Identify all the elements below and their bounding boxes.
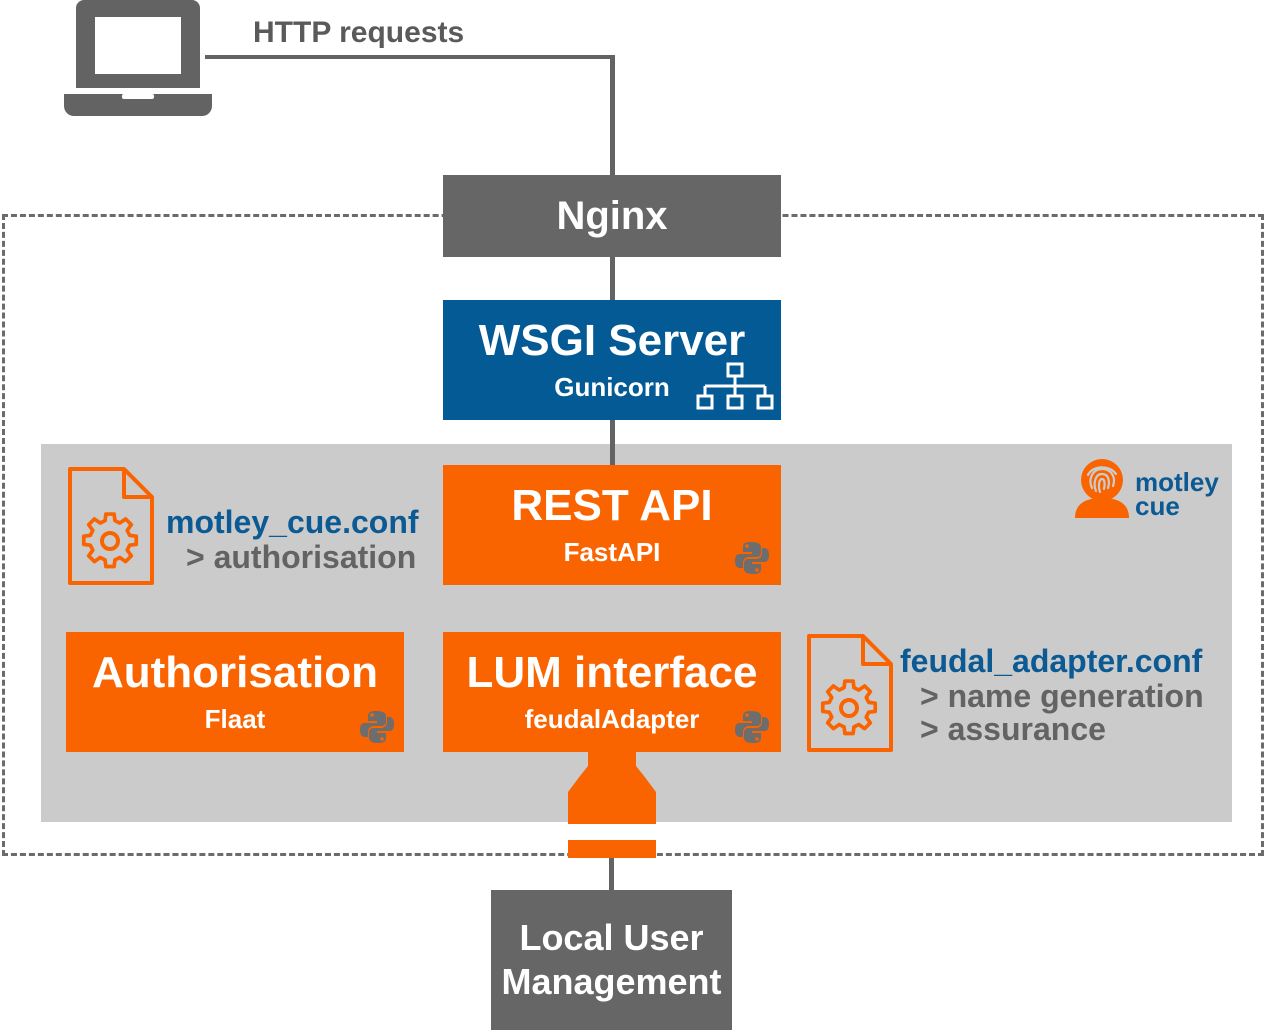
authorisation-subtitle: Flaat [204,703,266,734]
wsgi-server-box: WSGI Server Gunicorn [443,300,781,420]
logo-text-line2: cue [1135,491,1180,521]
feudal-conf-filename: feudal_adapter.conf [900,643,1203,679]
motley-conf-filename: motley_cue.conf [166,504,419,540]
wsgi-title: WSGI Server [478,316,746,366]
lum-line1: Local User [519,917,704,959]
nginx-wsgi-wire [610,256,615,302]
config-file-gear-icon [805,632,895,754]
lum-interface-title: LUM interface [466,648,758,698]
feudal-conf-item: > name generation [920,678,1204,714]
lum-line2: Management [501,961,722,1002]
http-wire-vertical [610,55,615,177]
rest-api-box: REST API FastAPI [443,465,781,585]
nginx-box: Nginx [443,175,781,257]
lum-interface-box: LUM interface feudalAdapter [443,632,781,752]
laptop-icon [64,0,212,118]
connector-lum-wire [609,858,614,892]
python-icon [735,541,769,575]
http-requests-label: HTTP requests [253,16,465,49]
wsgi-rest-wire [610,419,615,467]
fingerprint-user-icon [1073,458,1131,520]
http-wire-horizontal [205,55,615,59]
feudal-conf-item: > assurance [920,711,1106,747]
logo-text-line1: motley [1135,467,1219,497]
python-icon [735,710,769,744]
local-user-management-box: Local User Management [491,890,732,1030]
authorisation-title: Authorisation [92,648,378,698]
network-hierarchy-icon [695,362,775,412]
config-file-gear-icon [66,465,156,587]
nginx-title: Nginx [556,194,668,238]
authorisation-box: Authorisation Flaat [66,632,404,752]
wsgi-subtitle: Gunicorn [554,371,670,402]
rest-api-subtitle: FastAPI [563,536,661,567]
plug-connector-icon [564,752,660,860]
python-icon [360,710,394,744]
lum-interface-subtitle: feudalAdapter [524,703,700,734]
rest-api-title: REST API [511,481,713,531]
motley-conf-item: > authorisation [186,539,417,575]
